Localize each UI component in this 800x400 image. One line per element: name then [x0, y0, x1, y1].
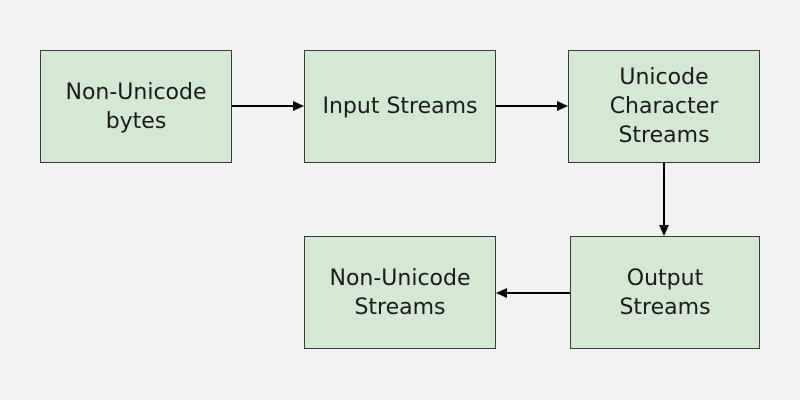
arrow-non-unicode-bytes-to-input-streams — [232, 101, 304, 111]
node-label: Output Streams — [619, 265, 711, 320]
node-label: Non-Unicode bytes — [65, 79, 207, 134]
node-input-streams: Input Streams — [304, 50, 496, 163]
node-non-unicode-bytes: Non-Unicode bytes — [40, 50, 232, 163]
node-label: Unicode Character Streams — [609, 65, 719, 148]
node-unicode-character-streams: Unicode Character Streams — [568, 50, 760, 163]
arrow-output-streams-to-non-unicode-streams — [496, 288, 570, 298]
arrow-input-streams-to-unicode-character-streams — [496, 101, 568, 111]
node-output-streams: Output Streams — [570, 236, 760, 349]
node-non-unicode-streams: Non-Unicode Streams — [304, 236, 496, 349]
node-label: Input Streams — [322, 94, 478, 119]
arrow-unicode-character-streams-to-output-streams — [659, 163, 669, 236]
node-label: Non-Unicode Streams — [329, 265, 471, 320]
